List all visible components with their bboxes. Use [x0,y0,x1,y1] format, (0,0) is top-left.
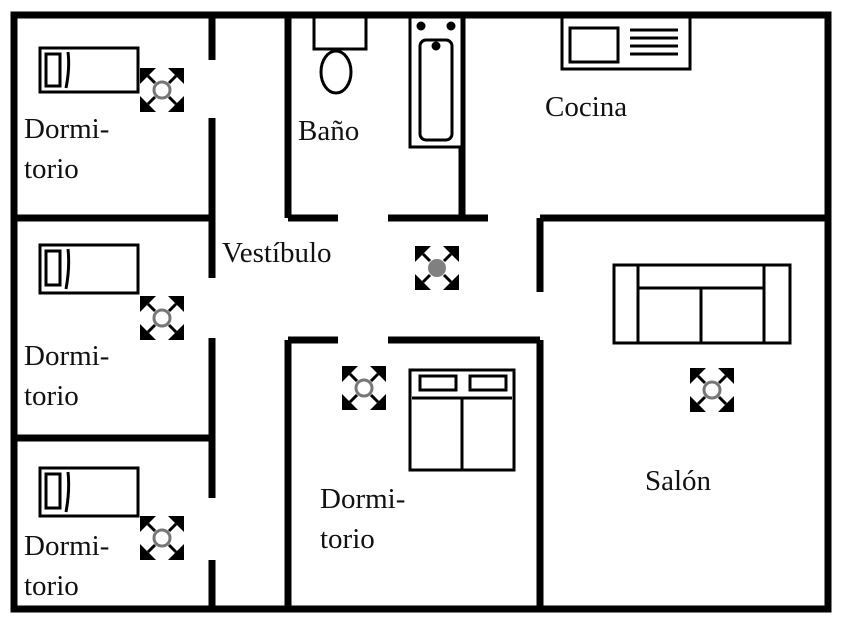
bedroom-3-label: Dormi- torio [24,530,117,602]
walls [10,11,832,613]
single-bed-icon [38,243,140,295]
position-marker-icon [415,246,459,290]
toilet-icon [312,15,368,95]
outer-wall [10,11,832,613]
bathroom-label: Baño [298,115,359,147]
bedroom-main-label: Dormi- torio [320,483,413,555]
hall-label: Vestíbulo [222,237,332,269]
bedroom-1-label: Dormi- torio [24,113,117,185]
bedroom-2-label: Dormi- torio [24,340,117,412]
sofa-icon [612,263,792,345]
kitchen-label: Cocina [545,91,627,123]
stove-icon [560,15,692,71]
double-bed-icon [408,368,516,472]
single-bed-icon [38,46,140,94]
bathtub-icon [408,15,464,149]
living-label: Salón [645,465,712,497]
single-bed-icon [38,466,140,518]
